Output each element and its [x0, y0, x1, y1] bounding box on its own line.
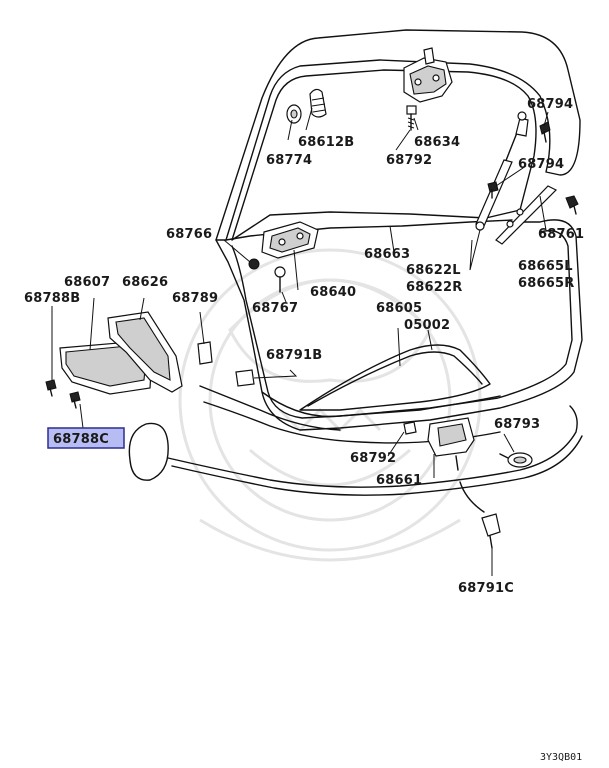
label-68626: 68626	[122, 275, 168, 290]
label-68665l: 68665L	[518, 259, 573, 274]
label-68766: 68766	[166, 227, 212, 242]
hinge-68634	[403, 47, 453, 103]
bolt-68792-upper	[406, 105, 417, 131]
screw-68788c	[69, 391, 81, 409]
label-68794-upper: 68794	[527, 97, 573, 112]
label-68791b: 68791B	[266, 348, 322, 363]
label-68792-upper: 68792	[386, 153, 432, 168]
label-68794-lower: 68794	[518, 157, 564, 172]
label-68788b: 68788B	[24, 291, 80, 306]
bump-stopper-68612b	[309, 88, 327, 118]
grommet-68774	[286, 104, 302, 124]
label-68640: 68640	[310, 285, 356, 300]
trim-strip-68663	[261, 391, 501, 418]
label-68607: 68607	[64, 275, 110, 290]
fuel-lid	[128, 422, 169, 481]
label-68792-lower: 68792	[350, 451, 396, 466]
label-68761: 68761	[538, 227, 584, 242]
screw-68761	[565, 195, 579, 215]
hinge-68640	[261, 221, 319, 259]
label-68789: 68789	[172, 291, 218, 306]
label-68612b: 68612B	[298, 135, 354, 150]
bolt-68792-lower	[403, 421, 417, 435]
release-lever-68626	[107, 311, 183, 393]
grommet-68793	[499, 452, 533, 468]
bolt-68766	[248, 258, 260, 270]
lock-assembly-68661	[427, 417, 475, 471]
label-68661: 68661	[376, 473, 422, 488]
connector-68791b	[235, 369, 255, 387]
gas-strut-68622	[475, 111, 529, 231]
label-68791c: 68791C	[458, 581, 514, 596]
part-labels: 68794 68612B 68634 68774 68792 68794 687…	[24, 97, 584, 763]
screw-68794-upper	[539, 121, 551, 143]
screw-68788b	[45, 379, 57, 397]
bolt-68767	[274, 266, 286, 293]
label-68622l: 68622L	[406, 263, 461, 278]
clip-68789	[197, 341, 213, 365]
weatherstrip-68605	[299, 344, 491, 411]
diagram-code: 3Y3QB01	[540, 752, 582, 763]
label-68774: 68774	[266, 153, 312, 168]
label-68793: 68793	[494, 417, 540, 432]
highlight-box-68788c	[47, 427, 125, 449]
label-05002: 05002	[404, 318, 450, 333]
screw-68794-lower	[487, 181, 499, 199]
label-68622r: 68622R	[406, 280, 462, 295]
label-68663: 68663	[364, 247, 410, 262]
label-68767: 68767	[252, 301, 298, 316]
label-68605: 68605	[376, 301, 422, 316]
cable-68791c	[459, 481, 501, 549]
label-68634: 68634	[414, 135, 460, 150]
label-68665r: 68665R	[518, 276, 574, 291]
label-68788c: 68788C	[53, 432, 109, 447]
